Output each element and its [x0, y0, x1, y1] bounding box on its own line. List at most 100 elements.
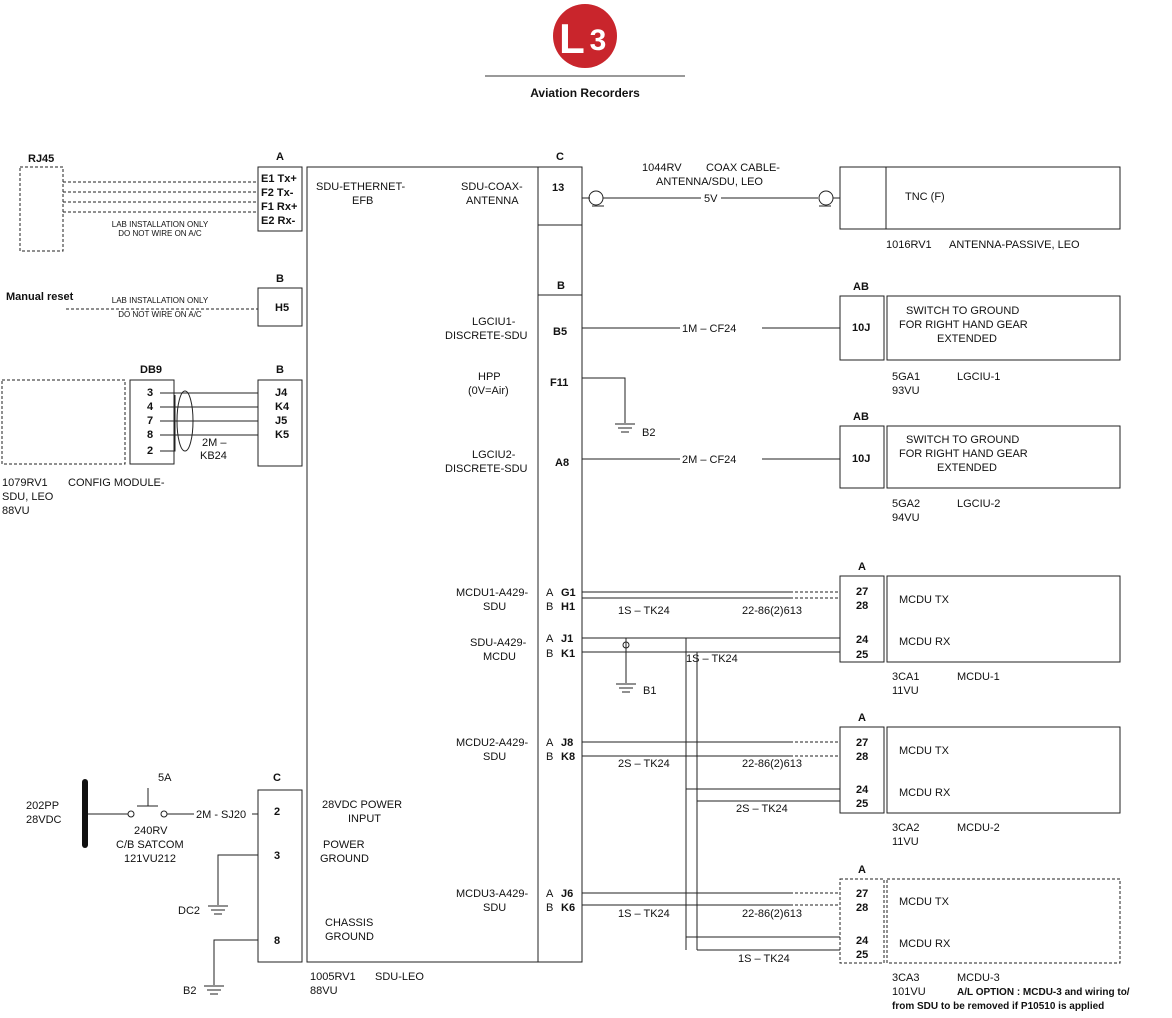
sdu-pol-b: B — [546, 648, 553, 660]
mcdu2-id: 3CA2 — [892, 822, 920, 834]
lgciu2-connector — [839, 425, 885, 489]
shield-icon — [622, 641, 630, 649]
connector-c-power-title: C — [273, 772, 281, 784]
sdu-pground-label-1: POWER — [323, 839, 365, 851]
breaker-amps: 5A — [158, 772, 172, 784]
sdu-cground-label-1: CHASSIS — [325, 917, 373, 929]
logo-header: L 3 Aviation Recorders — [485, 4, 685, 100]
mcdu-sdu-labels: MCDU1-A429- SDU A G1 B H1 SDU-A429- MCDU… — [456, 587, 576, 914]
db9-wire-1: 2M – — [202, 437, 227, 449]
ground-icon — [616, 683, 636, 693]
lgciu1-box — [886, 295, 1121, 361]
mcdu1-rx: MCDU RX — [899, 636, 951, 648]
mcdu2-tx: MCDU TX — [899, 745, 950, 757]
mcdu1-id: 3CA1 — [892, 671, 920, 683]
sdu-power-label-1: 28VDC POWER — [322, 799, 402, 811]
mcdu3-connector — [839, 878, 885, 964]
mcdu1-pin-28: 28 — [856, 600, 868, 612]
pin-h1: H1 — [561, 601, 575, 613]
sdu-unit: SDU-ETHERNET- EFB SDU-COAX- ANTENNA 28VD… — [306, 166, 583, 997]
pin-k1: K1 — [561, 648, 575, 660]
mcdu3-name: MCDU-3 — [957, 972, 1000, 984]
db9-wire-2: KB24 — [200, 450, 227, 462]
sdu-coax-label-1: SDU-COAX- — [461, 181, 523, 193]
mcdu2-pol-b: B — [546, 751, 553, 763]
lgciu2-conn-title: AB — [853, 411, 869, 423]
pin-j5: J5 — [275, 415, 287, 427]
connector-c-power-box — [257, 789, 303, 963]
mcdu2-pin-27: 27 — [856, 737, 868, 749]
mcdu2-box — [886, 726, 1121, 814]
db9-pin-3: 3 — [147, 387, 153, 399]
lgciu1-pin: 10J — [852, 322, 870, 334]
coax-cable-label-2: ANTENNA/SDU, LEO — [656, 176, 763, 188]
config-module-sdu: SDU, LEO — [2, 491, 54, 503]
breaker-contact-icon — [127, 810, 135, 818]
mcdu2-vu: 11VU — [892, 836, 919, 848]
sdu-power-label-2: INPUT — [348, 813, 381, 825]
config-module-id: 1079RV1 — [2, 477, 48, 489]
option-note-2: from SDU to be removed if P10510 is appl… — [892, 1001, 1104, 1012]
mcdu2-tx-wire: 2S – TK24 — [618, 758, 670, 770]
mcdu-1: A 27 28 24 25 MCDU TX MCDU RX 3CA1 MCDU-… — [839, 561, 1121, 697]
company-name: Aviation Recorders — [530, 86, 640, 100]
pin-j6: J6 — [561, 888, 573, 900]
lgciu1-vu: 93VU — [892, 385, 920, 397]
power-group: 202PP 28VDC 5A 2M - SJ20 240RV C/B SATCO… — [26, 772, 303, 997]
mcdu1-vu: 11VU — [892, 685, 919, 697]
mcdu2-pol-a: A — [546, 737, 554, 749]
hpp-label-1: HPP — [478, 371, 501, 383]
mcdu3-sdu-label-2: SDU — [483, 902, 506, 914]
mcdu2-sdu-label-2: SDU — [483, 751, 506, 763]
pin-a8: A8 — [555, 457, 569, 469]
mcdu2-connector — [839, 726, 885, 814]
option-note-1: A/L OPTION : MCDU-3 and wiring to/ — [957, 987, 1130, 998]
pin-k4: K4 — [275, 401, 290, 413]
connector-b-discrete-title: B — [557, 280, 565, 292]
lgciu2-name: LGCIU-2 — [957, 498, 1000, 510]
lgciu1-connector — [839, 295, 885, 361]
lgciu2-wire: 2M – CF24 — [682, 454, 736, 466]
mcdu1-name: MCDU-1 — [957, 671, 1000, 683]
pin-3: 3 — [274, 850, 280, 862]
antenna-box — [839, 166, 1121, 230]
pin-h5: H5 — [275, 302, 289, 314]
rj45-note-2: DO NOT WIRE ON A/C — [118, 229, 202, 238]
sdu-id: 1005RV1 — [310, 971, 356, 983]
shield-icon — [176, 390, 194, 452]
breaker-name: C/B SATCOM — [116, 839, 184, 851]
lgciu1-line-3: EXTENDED — [937, 333, 997, 345]
pin-8: 8 — [274, 935, 280, 947]
mcdu3-conn-title: A — [858, 864, 866, 876]
antenna-name: ANTENNA-PASSIVE, LEO — [949, 239, 1080, 251]
sdu-mcdu-label-1: SDU-A429- — [470, 637, 527, 649]
config-module-box — [1, 379, 126, 465]
logo-letter: L — [559, 15, 585, 62]
connector-c-coax-title: C — [556, 151, 564, 163]
mcdu2-rx-wire: 2S – TK24 — [736, 803, 788, 815]
mcdu1-conn-title: A — [858, 561, 866, 573]
mcdu3-tx: MCDU TX — [899, 896, 950, 908]
ground-icon — [208, 905, 228, 915]
mcdu3-pin-24: 24 — [856, 935, 869, 947]
breaker-id: 240RV — [134, 825, 168, 837]
connector-b-reset-box — [257, 287, 303, 327]
coax-connector-icon — [818, 190, 834, 206]
sdu-cground-label-2: GROUND — [325, 931, 374, 943]
lgciu1-label-1: LGCIU1- — [472, 316, 516, 328]
reset-note-1: LAB INSTALLATION ONLY — [112, 296, 209, 305]
pin-f2: F2 Tx- — [261, 187, 294, 199]
mcdu3-rx-wire: 1S – TK24 — [738, 953, 790, 965]
l3-logo: L 3 — [553, 4, 617, 68]
connector-b-reset-title: B — [276, 273, 284, 285]
coax-group: C 13 5V 1044RV COAX CABLE- ANTENNA/SDU, … — [537, 151, 1121, 251]
sdu-ethernet-label-1: SDU-ETHERNET- — [316, 181, 406, 193]
lgciu2-label-1: LGCIU2- — [472, 449, 516, 461]
lgciu1-label-2: DISCRETE-SDU — [445, 330, 528, 342]
mcdu1-tx: MCDU TX — [899, 594, 950, 606]
connector-a-box — [257, 166, 303, 232]
mcdu1-pin-24: 24 — [856, 634, 869, 646]
lgciu2-id: 5GA2 — [892, 498, 920, 510]
pin-f1: F1 Rx+ — [261, 201, 297, 213]
db9-connector — [129, 379, 175, 465]
